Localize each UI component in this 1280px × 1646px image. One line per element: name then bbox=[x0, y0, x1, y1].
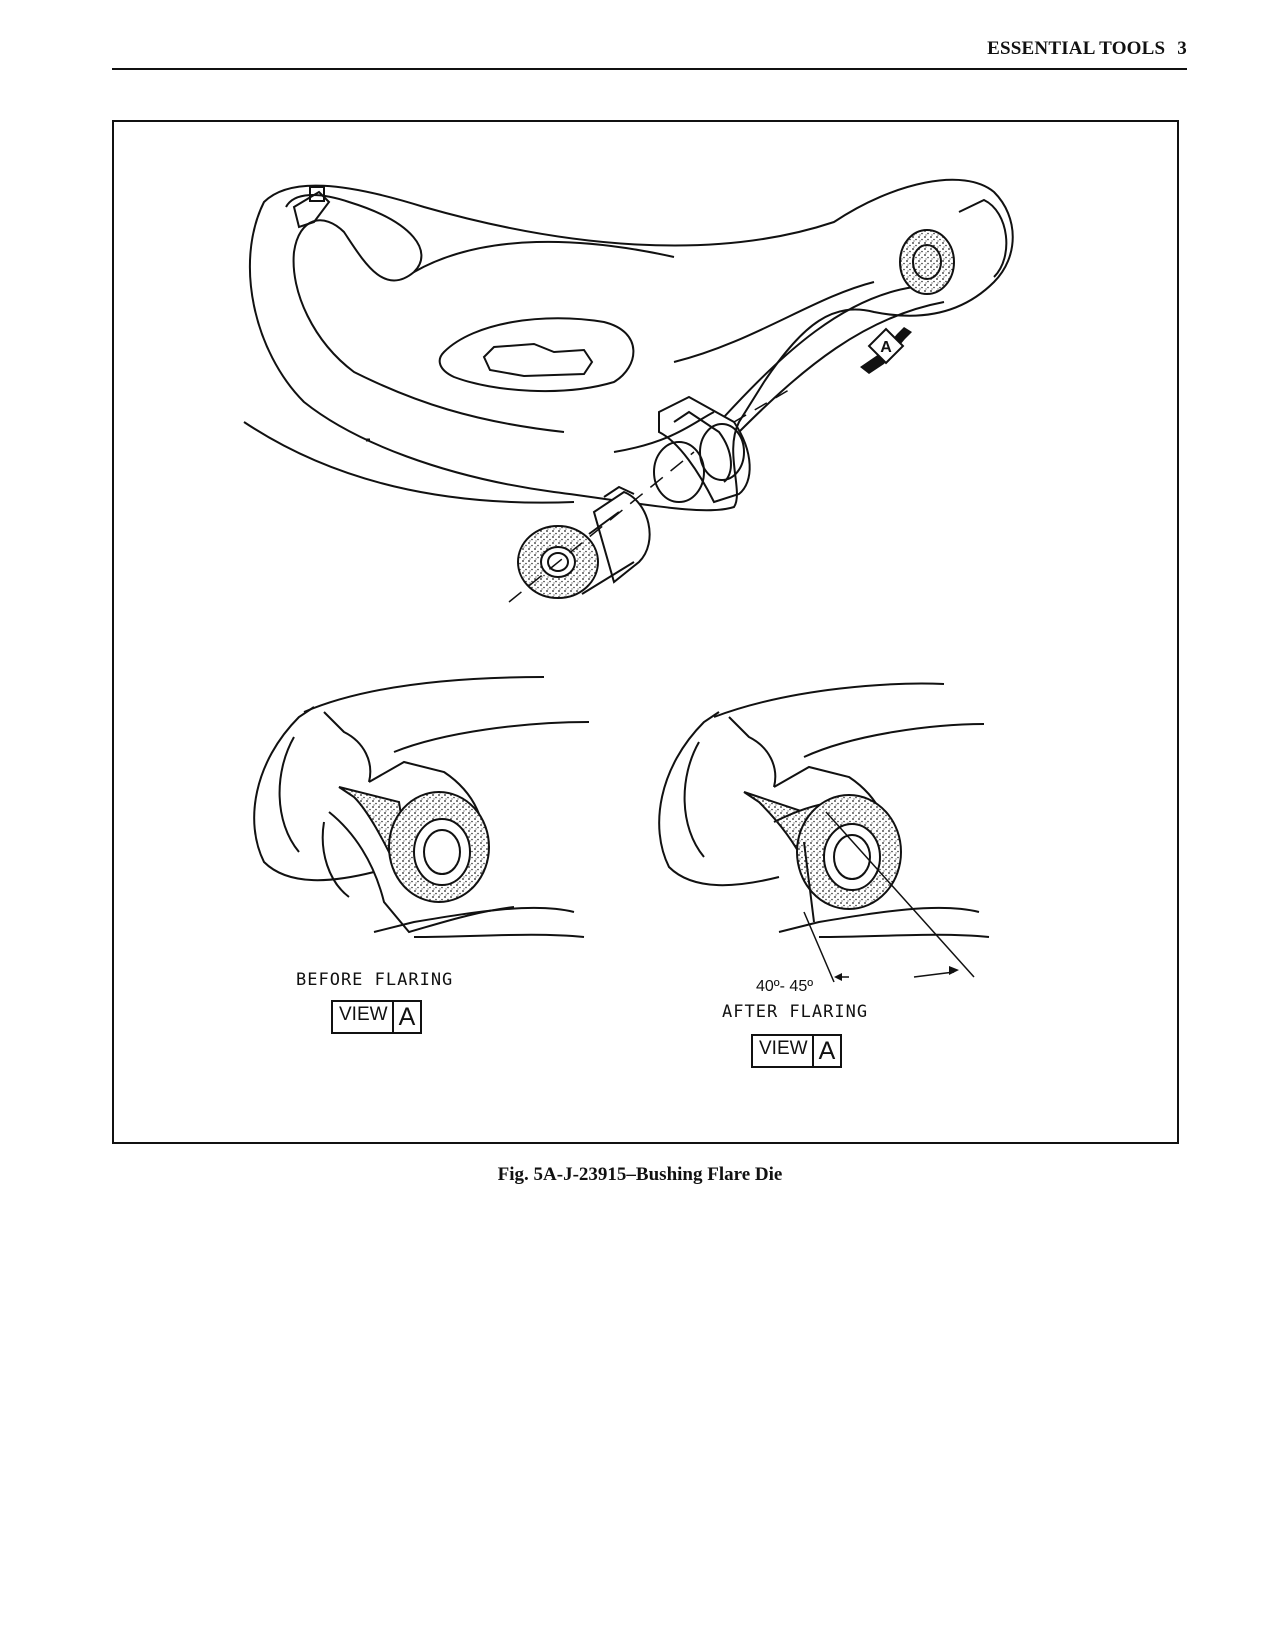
page-header: ESSENTIAL TOOLS 3 bbox=[112, 38, 1187, 70]
arrow-letter: A bbox=[880, 339, 892, 356]
after-view-a-badge: VIEW A bbox=[751, 1034, 843, 1068]
header-title-text: ESSENTIAL TOOLS bbox=[987, 38, 1166, 59]
loose-bushing bbox=[517, 485, 651, 599]
view-letter: A bbox=[811, 1036, 841, 1066]
control-arm-drawing bbox=[243, 178, 1014, 603]
view-a-arrow: A bbox=[860, 327, 912, 374]
figure-frame: A bbox=[112, 120, 1179, 1144]
after-flaring-label: AFTER FLARING bbox=[722, 1002, 869, 1022]
before-view-a-badge: VIEW A bbox=[331, 1000, 423, 1034]
before-flaring-label: BEFORE FLARING bbox=[296, 970, 454, 990]
view-letter: A bbox=[391, 1002, 421, 1032]
view-word: VIEW bbox=[339, 1004, 388, 1025]
view-word: VIEW bbox=[759, 1038, 808, 1059]
flare-angle-label: 40º- 45º bbox=[756, 978, 814, 995]
header-title: ESSENTIAL TOOLS 3 bbox=[987, 38, 1187, 60]
figure-caption: Fig. 5A-J-23915–Bushing Flare Die bbox=[497, 1164, 783, 1185]
bushing-flare-illustration: A bbox=[243, 178, 1014, 983]
before-flaring-drawing bbox=[253, 676, 590, 938]
page-number: 3 bbox=[1177, 38, 1187, 59]
after-flaring-drawing bbox=[658, 682, 990, 983]
